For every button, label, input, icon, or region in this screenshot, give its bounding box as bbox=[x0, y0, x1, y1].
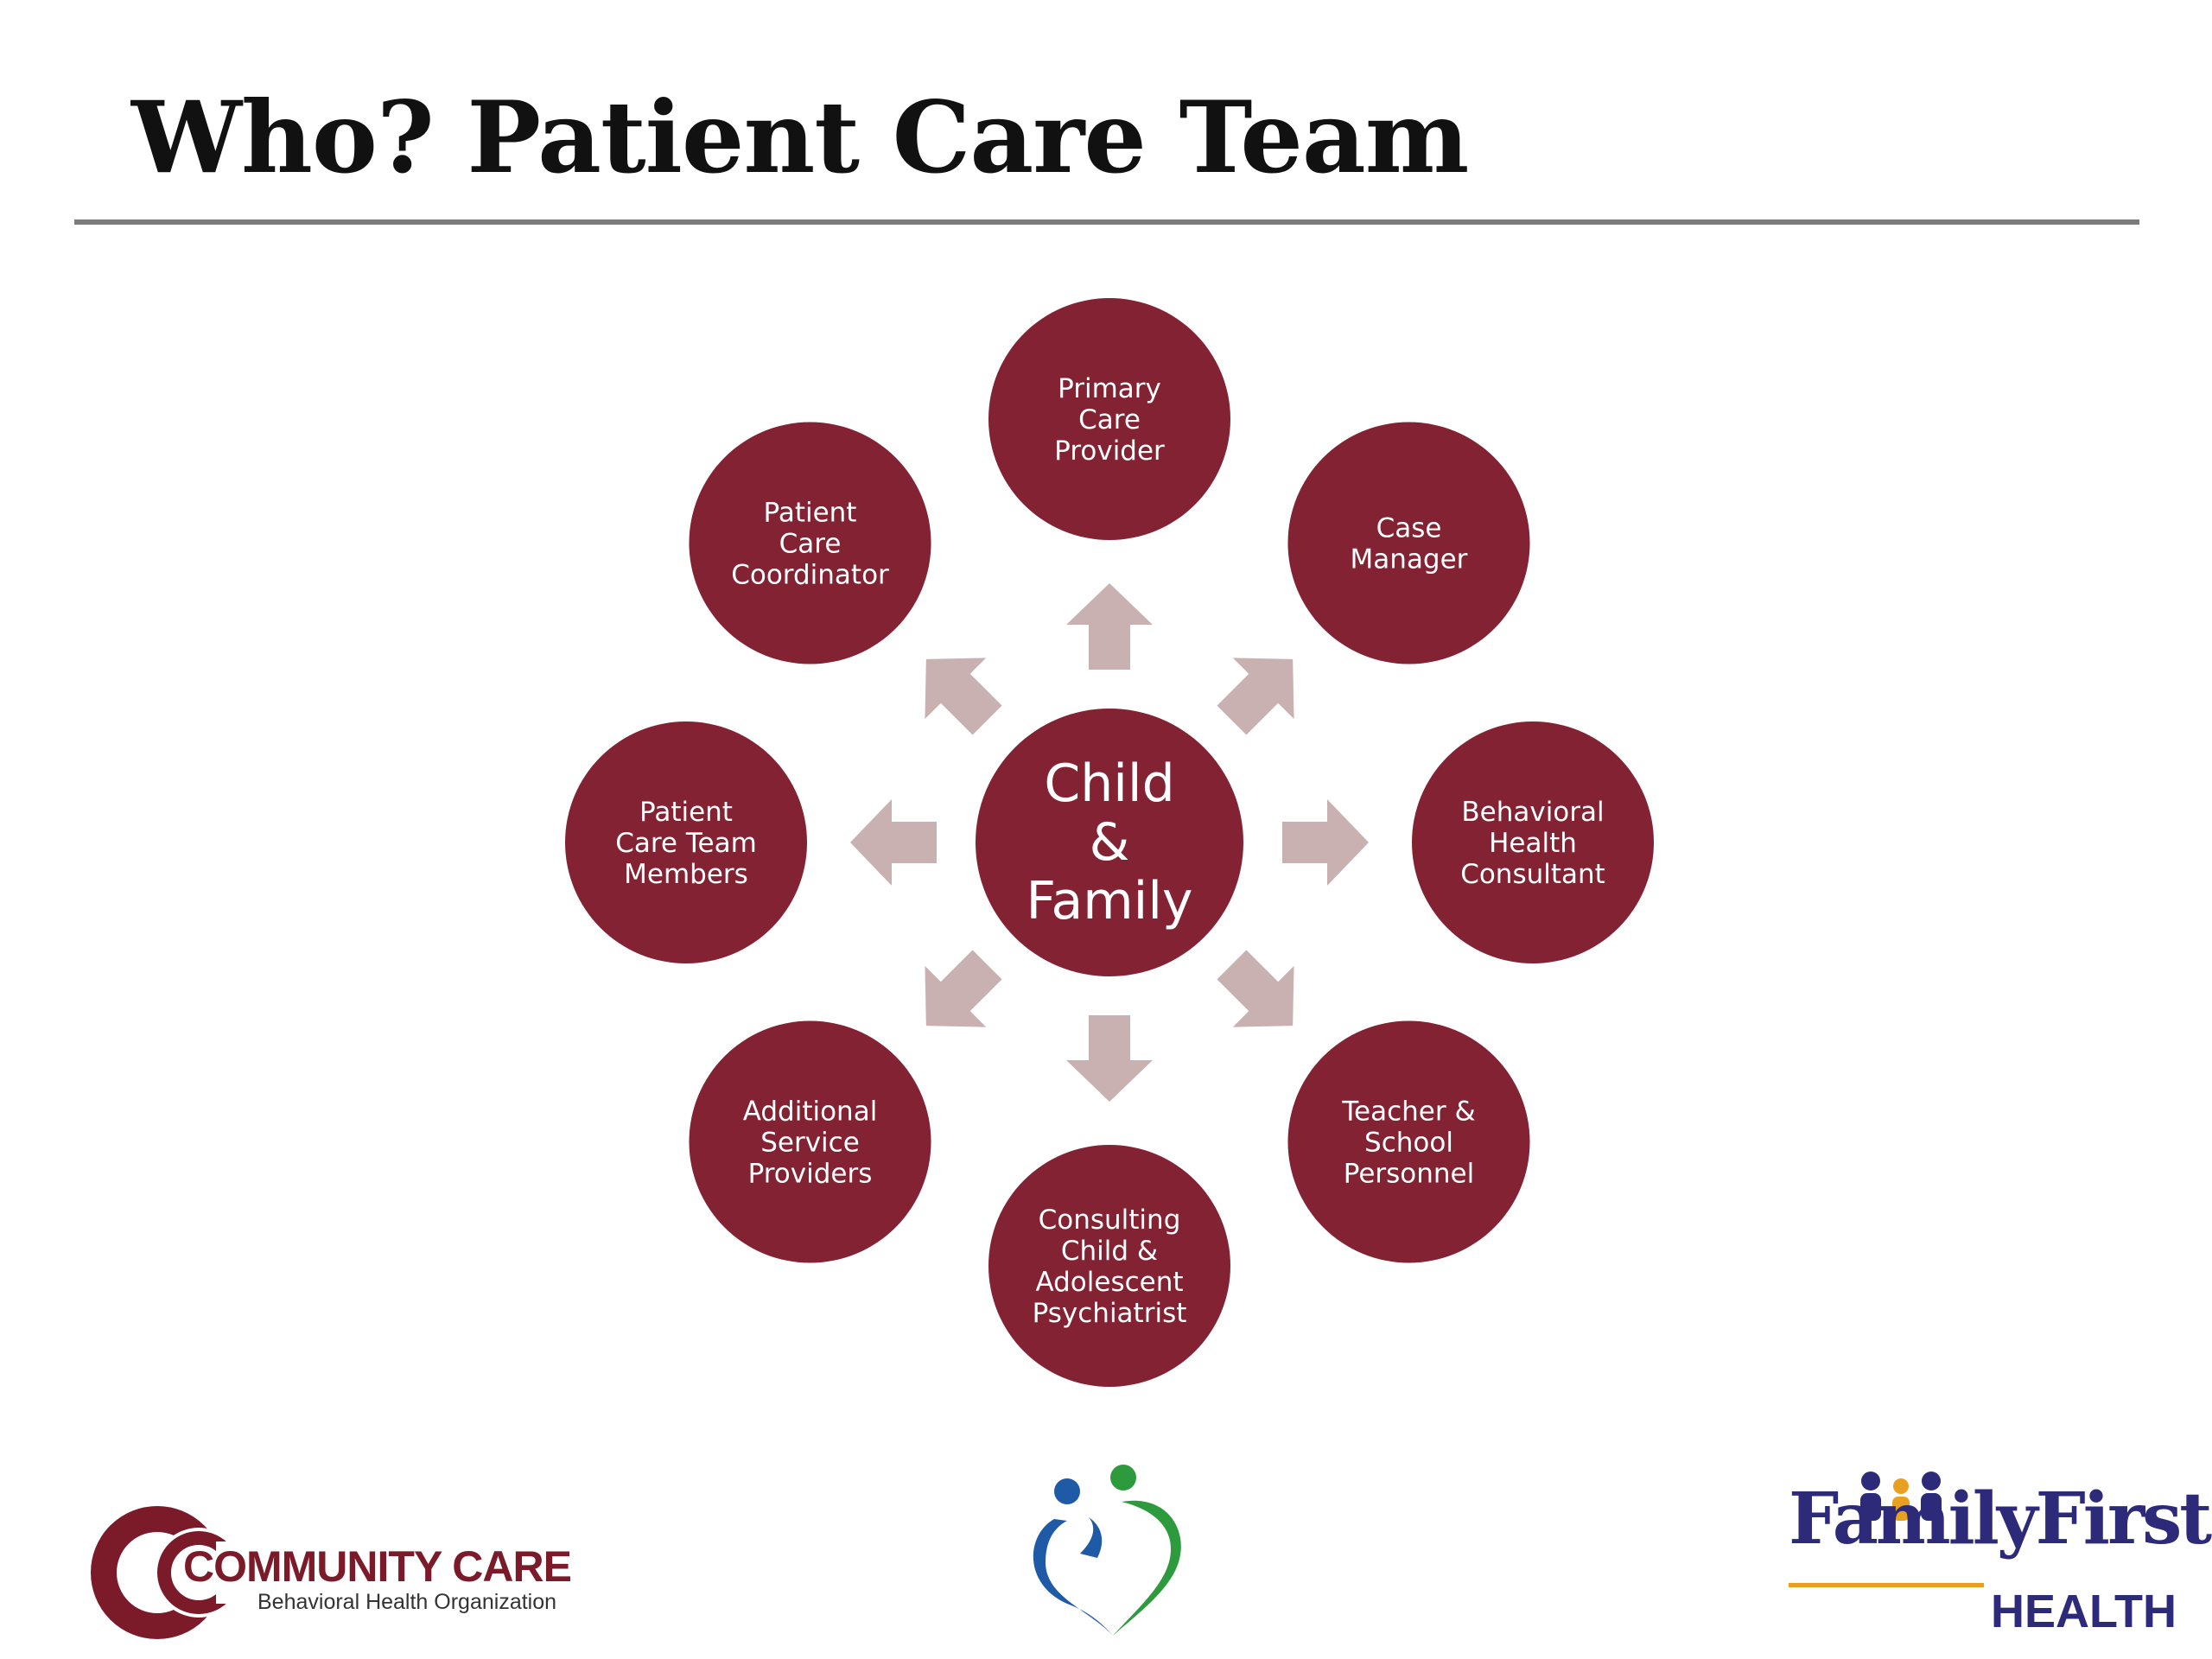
node-label-line: Behavioral bbox=[1461, 797, 1604, 828]
center-label-line: & bbox=[1090, 812, 1130, 873]
arrow-icon bbox=[1282, 799, 1369, 886]
nodes-group: PrimaryCareProviderCaseManagerBehavioral… bbox=[565, 298, 1654, 1387]
node-circle bbox=[1412, 721, 1654, 963]
node-label-line: School bbox=[1364, 1128, 1453, 1159]
node-label-line: Coordinator bbox=[731, 560, 889, 591]
node-label-line: Consultant bbox=[1460, 859, 1605, 890]
node-circle bbox=[689, 422, 931, 664]
node-label-line: Additional bbox=[743, 1096, 878, 1128]
node-label-line: Provider bbox=[1054, 435, 1165, 467]
arrow-icon bbox=[1066, 1015, 1153, 1102]
node-circle bbox=[1287, 1020, 1530, 1263]
arrows-group bbox=[850, 583, 1369, 1102]
arrow-icon bbox=[925, 950, 1002, 1027]
community-care-name: COMMUNITY CARE bbox=[183, 1542, 572, 1591]
node-circle bbox=[565, 721, 807, 963]
node-label-line: Patient bbox=[639, 797, 733, 828]
node-label-line: Teacher & bbox=[1341, 1096, 1475, 1128]
arrow-icon bbox=[1066, 583, 1153, 670]
node-label-line: Personnel bbox=[1344, 1159, 1475, 1190]
node-label-line: Care bbox=[1078, 404, 1141, 435]
family-first-figures-icon bbox=[1860, 1471, 1942, 1521]
node-label-line: Adolescent bbox=[1035, 1267, 1183, 1298]
node-label-line: Care Team bbox=[615, 828, 757, 859]
node-label-line: Child & bbox=[1061, 1236, 1158, 1267]
arrow-icon bbox=[1217, 950, 1294, 1027]
node-label-line: Members bbox=[624, 859, 748, 890]
community-care-subtitle: Behavioral Health Organization bbox=[257, 1590, 557, 1614]
center-label-line: Child bbox=[1044, 753, 1174, 814]
node-circle bbox=[988, 298, 1230, 540]
node-circle bbox=[689, 1020, 931, 1263]
node-label-line: Service bbox=[760, 1128, 860, 1159]
node-label-line: Care bbox=[779, 529, 842, 560]
center-group: Child&Family bbox=[976, 709, 1243, 976]
node-label-line: Providers bbox=[748, 1159, 873, 1190]
node-label-line: Health bbox=[1489, 828, 1577, 859]
center-circle bbox=[976, 709, 1243, 976]
node-label-line: Case bbox=[1376, 513, 1442, 544]
arrow-icon bbox=[850, 799, 937, 886]
node-circle bbox=[1287, 422, 1530, 664]
node-label-line: Patient bbox=[764, 498, 857, 529]
heart-figures-icon bbox=[1033, 1465, 1181, 1636]
page-title: Who? Patient Care Team bbox=[131, 79, 1469, 195]
node-label-line: Consulting bbox=[1039, 1205, 1181, 1236]
arrow-icon bbox=[925, 658, 1002, 735]
arrow-icon bbox=[1217, 658, 1294, 735]
center-label-line: Family bbox=[1026, 871, 1192, 931]
node-circle bbox=[988, 1145, 1230, 1387]
community-care-logo-mark bbox=[91, 1506, 259, 1639]
title-divider bbox=[74, 219, 2139, 225]
family-first-accent-bar bbox=[1789, 1583, 1984, 1587]
node-label-line: Psychiatrist bbox=[1033, 1298, 1187, 1329]
family-first-name: FamilyFirst bbox=[1789, 1478, 2212, 1560]
node-label-line: Manager bbox=[1351, 544, 1468, 575]
family-first-tagline: HEALTH bbox=[1991, 1586, 2177, 1637]
node-label-line: Primary bbox=[1058, 373, 1161, 404]
